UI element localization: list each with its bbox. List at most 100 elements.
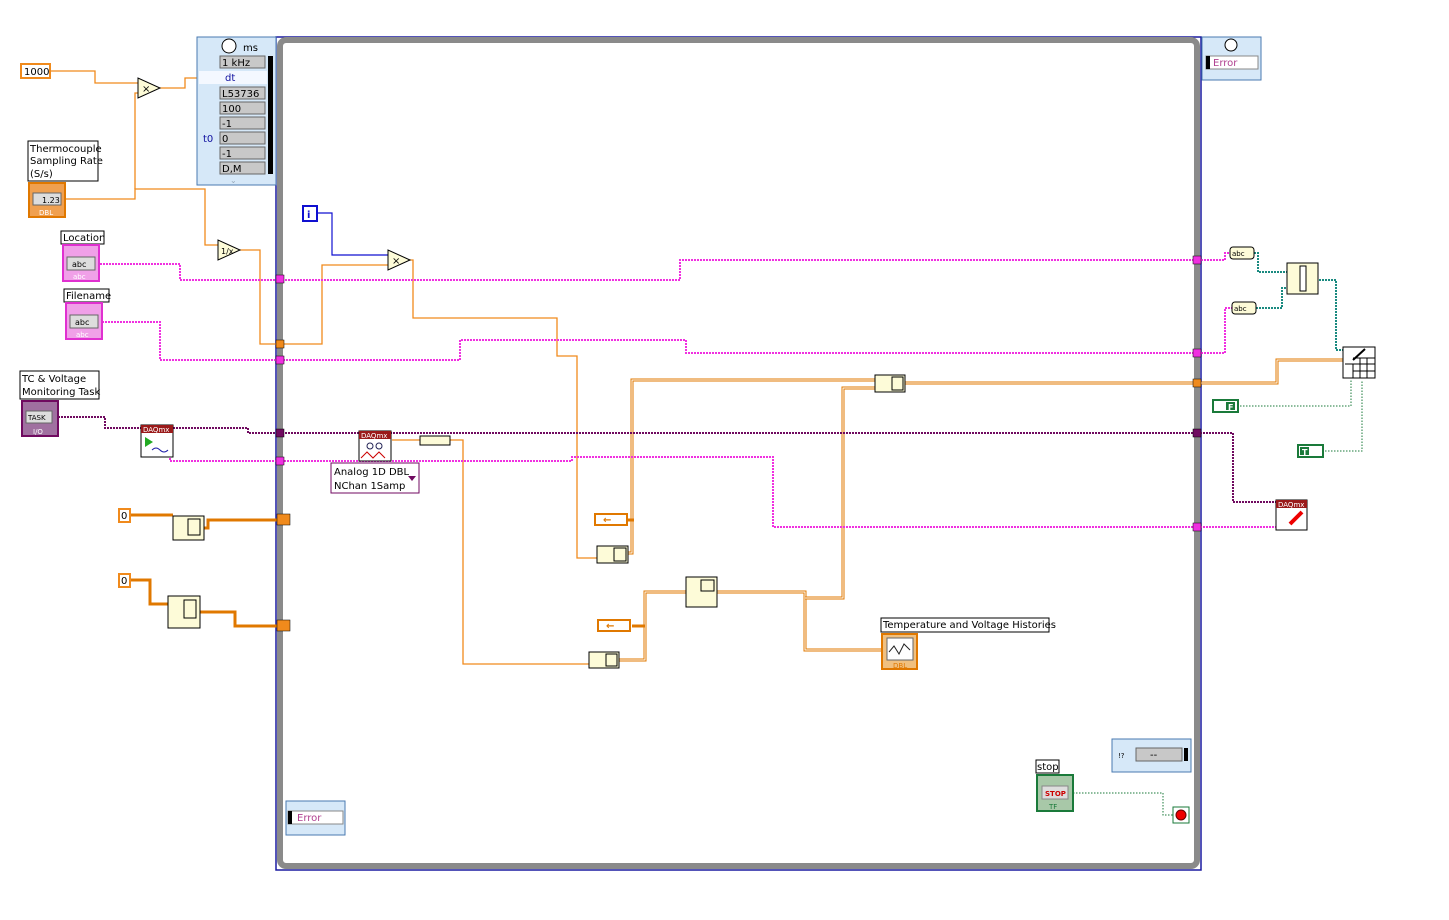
svg-text:Sampling Rate: Sampling Rate xyxy=(30,156,103,167)
location-control[interactable]: Location abc abc xyxy=(60,230,105,282)
svg-text:0: 0 xyxy=(222,134,228,145)
row-deadline: -1 xyxy=(219,116,266,130)
wire-filename xyxy=(102,307,1232,361)
pencil-icon xyxy=(1352,348,1366,361)
right-inner-node[interactable]: !? -- xyxy=(1111,738,1192,773)
wire-task-out xyxy=(169,452,1277,528)
daqmx-read-selector[interactable]: Analog 1D DBL NChan 1Samp xyxy=(330,462,420,494)
svg-text:DBL: DBL xyxy=(893,662,907,670)
clock-icon xyxy=(221,38,237,54)
wire-location xyxy=(100,252,1230,281)
svg-text:DAQmx: DAQmx xyxy=(143,426,169,434)
string-to-path-node-a[interactable]: abc xyxy=(1229,246,1255,260)
svg-text:I/O: I/O xyxy=(33,428,43,436)
wire-append xyxy=(1240,380,1352,407)
wire-path-a xyxy=(1254,252,1287,273)
svg-text:D,M: D,M xyxy=(222,164,242,175)
svg-text:--: -- xyxy=(1150,750,1158,761)
svg-text:×: × xyxy=(142,84,150,95)
initialize-array-node-b[interactable] xyxy=(167,595,201,629)
row-period: dt xyxy=(199,71,267,84)
build-array-node-a[interactable] xyxy=(596,545,629,564)
svg-text:←: ← xyxy=(603,515,611,526)
svg-text:Location: Location xyxy=(63,233,105,244)
daqmx-start-task-node[interactable]: DAQmx xyxy=(140,424,174,458)
svg-text:abc: abc xyxy=(75,318,89,327)
svg-text:×: × xyxy=(392,256,400,267)
write-spreadsheet-node[interactable] xyxy=(1342,346,1376,379)
svg-text:1.23: 1.23 xyxy=(42,196,60,205)
filename-control[interactable]: Filename abc abc xyxy=(63,288,111,340)
svg-text:1/x: 1/x xyxy=(221,247,234,256)
svg-text:Thermocouple: Thermocouple xyxy=(29,144,102,155)
svg-text:F: F xyxy=(1228,403,1233,412)
graph-icon xyxy=(888,643,911,656)
feedback-node-a[interactable]: ← xyxy=(594,513,628,526)
build-array-node-c[interactable] xyxy=(874,374,906,393)
wire-rate-mult xyxy=(134,92,138,189)
wire-path-out xyxy=(1319,279,1343,351)
svg-text:T: T xyxy=(1302,448,1308,457)
task-control[interactable]: TC & Voltage Monitoring Task TASK I/O xyxy=(19,370,100,437)
wire-iteration xyxy=(318,212,388,256)
wires xyxy=(50,70,1363,816)
svg-text:Error: Error xyxy=(1213,58,1238,69)
clock-icon xyxy=(1224,38,1238,52)
row-mode: D,M xyxy=(219,161,266,175)
feedback-node-b[interactable]: ← xyxy=(597,619,631,632)
svg-text:DAQmx: DAQmx xyxy=(1278,501,1304,509)
wire-path-b xyxy=(1256,287,1287,309)
svg-text:TASK: TASK xyxy=(27,414,46,422)
waveform-icon xyxy=(151,447,169,453)
svg-text:-1: -1 xyxy=(222,119,232,130)
wire-dt xyxy=(160,77,198,89)
svg-text:Monitoring Task: Monitoring Task xyxy=(22,387,100,398)
constant-zero-b[interactable]: 0 xyxy=(118,573,131,588)
svg-text:DAQmx: DAQmx xyxy=(361,432,387,440)
row-timeout: -1 xyxy=(219,146,266,160)
reciprocal-node[interactable]: 1/x xyxy=(217,239,242,261)
boolean-constant-false[interactable]: F xyxy=(1212,399,1239,413)
constant-zero-a[interactable]: 0 xyxy=(118,508,131,523)
svg-text:STOP: STOP xyxy=(1045,790,1066,798)
svg-text:Filename: Filename xyxy=(66,291,111,302)
daqmx-clear-task-node[interactable]: DAQmx xyxy=(1275,499,1308,531)
svg-text:i: i xyxy=(307,210,310,221)
sampling-rate-control[interactable]: Thermocouple Sampling Rate (S/s) 1.23 DB… xyxy=(27,140,103,218)
eraser-icon xyxy=(1288,510,1304,526)
svg-text:dt: dt xyxy=(225,73,235,84)
timed-loop-structure[interactable] xyxy=(275,36,1202,871)
svg-text:DBL: DBL xyxy=(39,209,53,217)
initialize-array-node-a[interactable] xyxy=(172,515,205,541)
wire-task xyxy=(58,416,1277,503)
transpose-array-node[interactable] xyxy=(685,576,718,608)
constant-1000[interactable]: 1000 xyxy=(20,63,51,79)
multiply-node[interactable]: × xyxy=(137,77,162,99)
to-array-node[interactable] xyxy=(419,435,451,446)
svg-text:NChan 1Samp: NChan 1Samp xyxy=(334,481,405,492)
boolean-constant-true[interactable]: T xyxy=(1297,444,1324,458)
build-path-node[interactable] xyxy=(1286,262,1319,295)
iteration-terminal: i xyxy=(302,205,318,222)
row-timing-source: 1 kHz xyxy=(219,55,266,69)
string-to-path-node-b[interactable]: abc xyxy=(1231,301,1257,315)
dropdown-arrow-icon xyxy=(408,476,416,481)
row-name: L53736 xyxy=(219,86,266,100)
build-array-node-b[interactable] xyxy=(588,651,620,669)
multiply-node-inner[interactable]: × xyxy=(387,249,412,271)
stop-control[interactable]: stop STOP TF xyxy=(1035,759,1074,812)
play-icon xyxy=(145,437,153,447)
svg-text:←: ← xyxy=(606,621,614,632)
svg-text:abc: abc xyxy=(1234,305,1247,313)
daqmx-read-node[interactable]: DAQmx xyxy=(358,430,392,462)
left-error-node[interactable]: Error xyxy=(285,800,346,836)
waveform-graph-terminal[interactable]: Temperature and Voltage Histories DBL xyxy=(880,617,1056,670)
svg-text:abc: abc xyxy=(76,331,89,339)
wire-mult-out xyxy=(408,259,597,559)
svg-text:Analog 1D DBL: Analog 1D DBL xyxy=(334,467,410,478)
svg-text:100: 100 xyxy=(222,104,241,115)
timed-loop-output-node[interactable]: Error xyxy=(1201,36,1262,81)
